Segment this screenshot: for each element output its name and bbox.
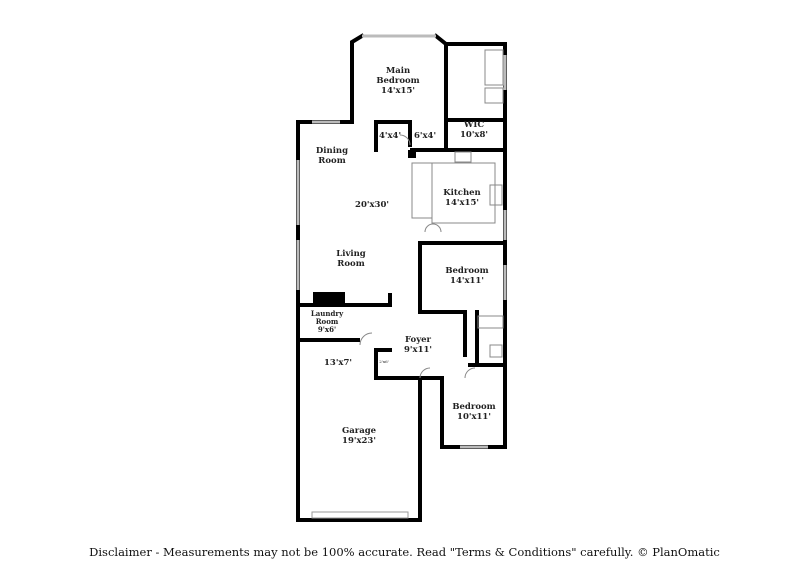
room-name: Laundry Room (310, 309, 344, 326)
room-size: 10'x11' (457, 412, 491, 422)
room-name: Garage (341, 426, 377, 436)
living-size-label: 20'x30' (355, 200, 389, 210)
room-size: 10'x8' (459, 130, 489, 140)
room-name: Dining Room (315, 146, 349, 166)
fixtures (359, 49, 504, 379)
room-size: 9'x6' (317, 325, 337, 334)
room-name: Foyer (404, 335, 432, 345)
living-room-label: Living Room (333, 249, 369, 269)
room-name: Bedroom (445, 266, 489, 276)
disclaimer: Disclaimer - Measurements may not be 100… (89, 545, 720, 559)
room-name: Main Bedroom (376, 66, 420, 86)
room-size: 9'x11' (403, 345, 433, 355)
room-name: WIC (463, 120, 485, 130)
dining-room-label: Dining Room (314, 146, 350, 166)
closet-b-label: 6'x4' (413, 131, 437, 141)
garage-area-label: 13'x7' (323, 358, 353, 368)
fireplace (313, 292, 345, 303)
closet-c-label: 2'x6' (379, 359, 389, 364)
room-size: 14'x11' (450, 276, 484, 286)
windows (296, 34, 507, 519)
room-size: 14'x15' (381, 86, 415, 96)
room-name: Living Room (336, 249, 366, 269)
room-name: Kitchen (443, 188, 481, 198)
closet-a-label: 4'x4' (378, 131, 402, 141)
room-size: 14'x15' (445, 198, 479, 208)
room-size: 19'x23' (342, 436, 376, 446)
room-name: Bedroom (452, 402, 496, 412)
walls (296, 33, 507, 522)
